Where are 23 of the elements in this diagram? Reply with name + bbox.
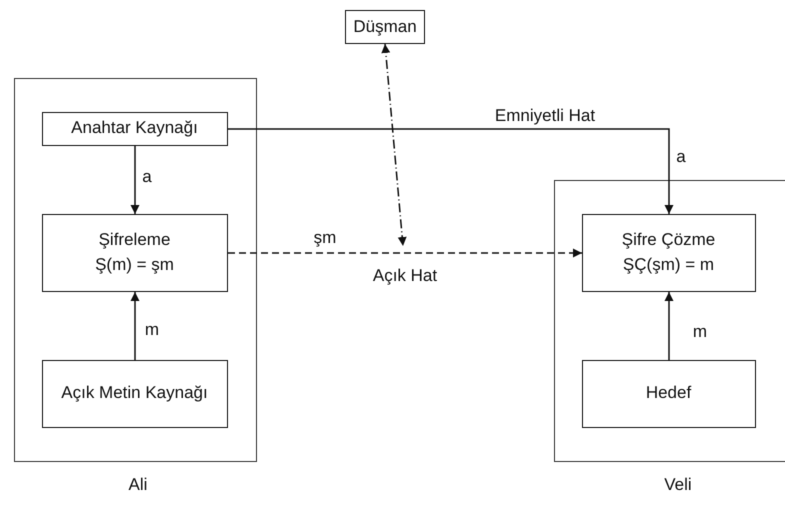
box-formula: ŞÇ(şm) = m bbox=[622, 254, 716, 276]
arrow bbox=[130, 292, 140, 360]
line-label: Açık Hat bbox=[370, 266, 440, 286]
process-box bbox=[42, 360, 228, 428]
arrow bbox=[130, 146, 140, 214]
box-formula: Ş(m) = şm bbox=[94, 254, 175, 276]
group-title: Veli bbox=[663, 475, 693, 495]
dashed-arrow bbox=[381, 44, 407, 246]
arrow bbox=[664, 292, 674, 360]
process-box bbox=[42, 112, 228, 146]
process-box bbox=[345, 10, 425, 44]
dashed-arrow bbox=[228, 248, 582, 258]
box-title: Anahtar Kaynağı bbox=[70, 117, 199, 140]
box-title: Düşman bbox=[352, 16, 418, 38]
box-title: Hedef bbox=[644, 382, 692, 404]
process-box bbox=[42, 214, 228, 292]
box-title: Şifre Çözme bbox=[620, 228, 716, 251]
box-title: Şifreleme bbox=[98, 228, 172, 251]
group-title: Ali bbox=[128, 475, 148, 495]
arrow bbox=[228, 128, 674, 214]
box-title: Açık Metin Kaynağı bbox=[60, 382, 209, 404]
process-box bbox=[582, 214, 756, 292]
process-box bbox=[582, 360, 756, 428]
